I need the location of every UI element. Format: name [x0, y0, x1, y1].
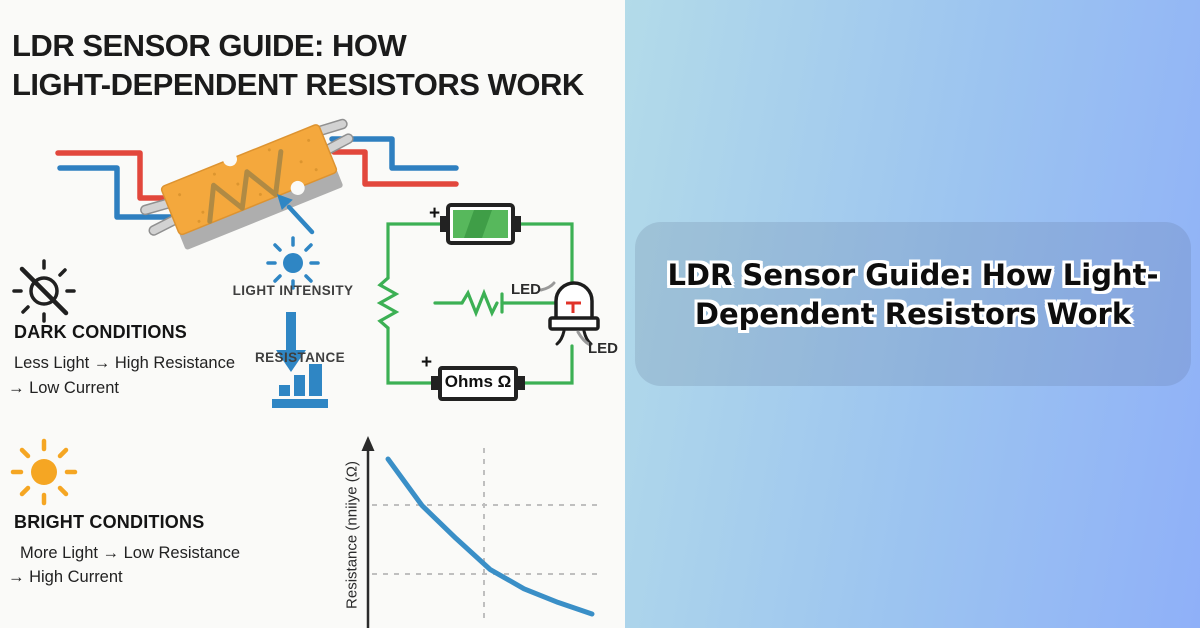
bright-conditions-title: BRIGHT CONDITIONS	[14, 512, 205, 532]
led-callout-bottom	[576, 330, 592, 347]
bright-conditions-line1: More Light → Low Resistance	[20, 544, 241, 562]
battery	[440, 203, 521, 245]
light-intensity-sun-icon	[266, 236, 320, 290]
page-title-line2: LIGHT-DEPENDENT RESISTORS WORK	[12, 67, 584, 103]
ldr-top-face	[160, 124, 338, 236]
led-callout-top	[539, 281, 556, 292]
ohmmeter	[431, 366, 525, 401]
circuit-wire-bottom-right	[514, 344, 574, 385]
ldr-notch-bottom	[290, 180, 305, 195]
light-arrow	[277, 194, 315, 235]
left-panel: LDR SENSOR GUIDE: HOW LIGHT-DEPENDENT RE…	[8, 26, 618, 628]
ldr-component	[140, 118, 354, 250]
resistance-label: RESISTANCE	[254, 350, 345, 365]
ldr-zigzag-track	[207, 149, 284, 224]
resistance-bars-icon	[272, 364, 328, 408]
bright-conditions-line2: → High Current	[8, 568, 123, 586]
led-label-top: LED	[511, 281, 541, 298]
ldr-speckles	[178, 138, 318, 223]
ldr-illustration	[10, 118, 600, 628]
resistance-graph	[361, 436, 598, 628]
right-panel: LDR Sensor Guide: How Light- Dependent R…	[625, 0, 1200, 628]
light-intensity-label: LIGHT INTENSITY	[232, 283, 354, 298]
graph-y-axis-label: Resistance (nniiye (Ω)	[343, 461, 361, 609]
card-title-line1: LDR Sensor Guide: How Light-	[667, 258, 1159, 292]
ldr-pins	[140, 118, 354, 236]
circuit-diagram	[376, 203, 600, 401]
ohmmeter-label: Ohms Ω	[444, 372, 512, 391]
graph-gridlines	[372, 448, 598, 622]
resistance-curve	[385, 456, 595, 617]
page-title: LDR SENSOR GUIDE: HOW LIGHT-DEPENDENT RE…	[12, 26, 618, 104]
led	[539, 281, 600, 347]
circuit-wire-top-right	[518, 222, 574, 285]
led-label-bottom: LED	[588, 340, 618, 357]
ldr-notch-top	[222, 152, 237, 167]
card-title-line2: Dependent Resistors Work	[694, 297, 1132, 332]
bright-sun-icon	[10, 438, 78, 506]
no-sun-icon	[12, 259, 76, 323]
graph-y-axis-arrow	[361, 436, 375, 451]
circuit-wire-bottom-left	[386, 326, 434, 385]
page-title-line1: LDR SENSOR GUIDE: HOW	[12, 28, 407, 63]
circuit-wiring	[376, 222, 574, 385]
title-card: LDR Sensor Guide: How Light- Dependent R…	[635, 222, 1191, 386]
dark-conditions-line2: → Low Current	[8, 379, 119, 397]
card-title: LDR Sensor Guide: How Light- Dependent R…	[635, 222, 1191, 334]
circuit-resistor-middle	[460, 288, 499, 318]
dark-conditions-title: DARK CONDITIONS	[14, 322, 187, 342]
dark-conditions-line1: Less Light → High Resistance	[14, 354, 236, 372]
ohmmeter-plus-sign: +	[421, 352, 433, 373]
down-arrow-icon	[276, 312, 306, 372]
wire-red-right	[331, 149, 459, 187]
circuit-resistor-left	[376, 276, 400, 330]
wire-red-left	[55, 150, 171, 201]
wire-blue-right	[329, 136, 459, 171]
battery-plus-sign: +	[429, 203, 441, 224]
wire-blue-left	[57, 165, 173, 220]
circuit-wire-top-left	[386, 222, 450, 280]
